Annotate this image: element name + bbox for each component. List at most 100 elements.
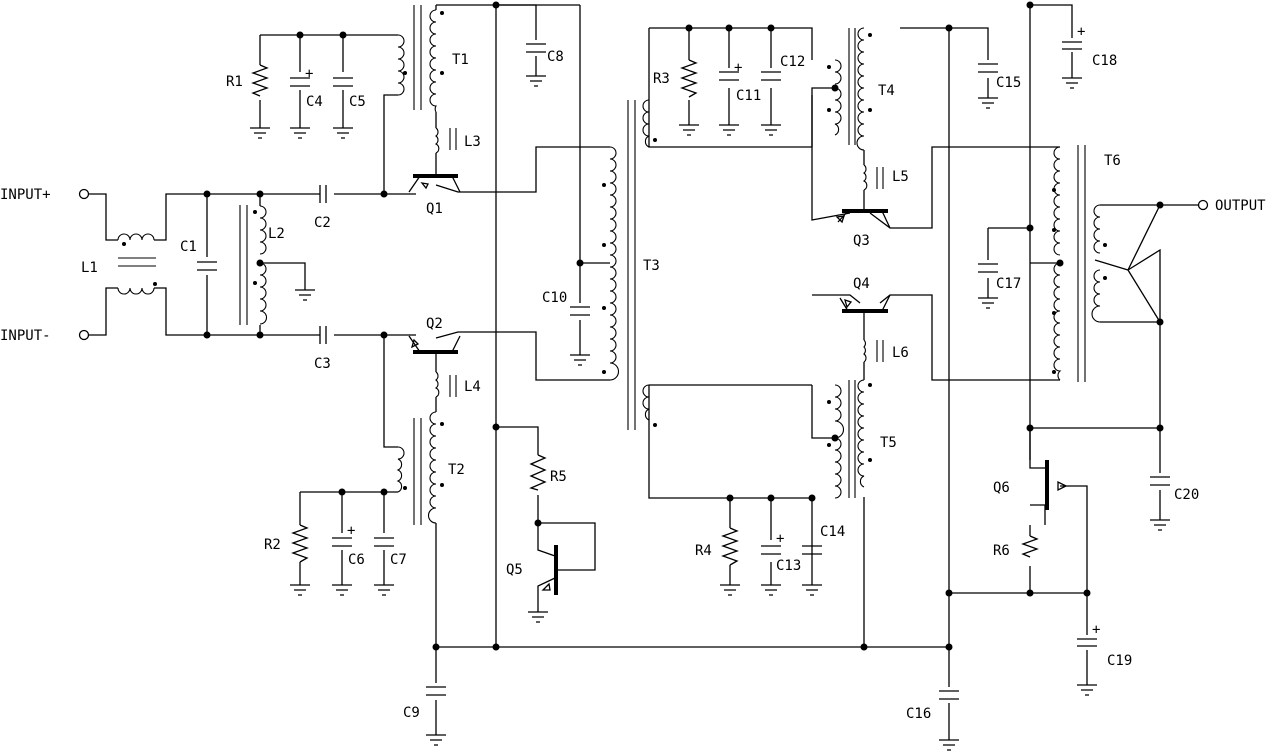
inductor-l4-core xyxy=(449,375,457,397)
svg-text:+: + xyxy=(734,60,742,76)
resistor-r3 xyxy=(680,59,698,98)
label-c15: C15 xyxy=(996,75,1021,91)
capacitor-c20 xyxy=(1150,476,1170,486)
transformer-t5-secondary xyxy=(857,379,865,488)
label-c6: C6 xyxy=(348,552,365,568)
inductor-l5-core xyxy=(876,167,884,189)
svg-text:+: + xyxy=(1092,622,1100,638)
label-input-minus: INPUT- xyxy=(0,328,51,344)
transformer-t3-secondary-top xyxy=(642,99,650,148)
ground-symbols xyxy=(250,75,1170,751)
resistor-r5 xyxy=(529,454,547,491)
transformer-t4-core xyxy=(848,28,856,145)
transformer-t3-primary xyxy=(609,146,619,381)
label-l2: L2 xyxy=(268,226,285,242)
transformer-t3-secondary-bottom xyxy=(642,384,650,421)
label-q3: Q3 xyxy=(853,233,870,249)
inductor-l1-top xyxy=(117,233,155,241)
label-r3: R3 xyxy=(653,71,670,87)
label-r5: R5 xyxy=(550,469,567,485)
label-c17: C17 xyxy=(996,276,1021,292)
label-t1: T1 xyxy=(452,52,469,68)
transformer-t5-primary xyxy=(834,384,844,499)
transformer-t4-primary xyxy=(834,59,842,136)
resistor-r1 xyxy=(251,64,269,97)
label-r2: R2 xyxy=(264,537,281,553)
inductor-l1-core xyxy=(118,257,156,267)
label-q1: Q1 xyxy=(426,201,443,217)
capacitor-c10 xyxy=(570,306,590,316)
inductor-l2-core xyxy=(239,205,248,325)
capacitor-c19 xyxy=(1077,638,1097,647)
label-r6: R6 xyxy=(993,543,1010,559)
capacitors xyxy=(197,41,1170,700)
label-t6: T6 xyxy=(1104,153,1121,169)
inductor-l1-bottom xyxy=(117,287,155,295)
label-c11: C11 xyxy=(736,88,761,104)
label-l3: L3 xyxy=(464,134,481,150)
capacitor-c4 xyxy=(290,77,310,87)
svg-text:+: + xyxy=(305,66,313,82)
svg-text:+: + xyxy=(776,531,784,547)
label-c9: C9 xyxy=(403,705,420,721)
transformer-t3-core xyxy=(627,100,636,430)
label-c8: C8 xyxy=(547,49,564,65)
capacitor-c1 xyxy=(197,261,217,271)
capacitor-c12 xyxy=(761,71,781,81)
label-t2: T2 xyxy=(448,462,465,478)
transformer-t4-secondary xyxy=(856,27,865,151)
label-c5: C5 xyxy=(349,94,366,110)
label-c2: C2 xyxy=(314,215,331,231)
polarity-marks: + + + + + + xyxy=(305,24,1100,638)
label-c18: C18 xyxy=(1092,53,1117,69)
svg-text:+: + xyxy=(1077,24,1085,40)
wires xyxy=(89,4,1198,740)
label-t3: T3 xyxy=(643,258,660,274)
inductor-l5-winding xyxy=(862,164,868,191)
inductor-l6-winding xyxy=(863,339,867,363)
label-c19: C19 xyxy=(1107,653,1132,669)
resistor-r2 xyxy=(291,524,309,563)
input-minus-terminal xyxy=(78,329,90,341)
labels: INPUT+ INPUT- OUTPUT L1 L2 L3 L4 L5 L6 T… xyxy=(0,49,1266,722)
capacitor-c13 xyxy=(761,545,781,555)
inductor-l3-core xyxy=(449,128,457,150)
resistor-r4 xyxy=(721,527,739,566)
label-l6: L6 xyxy=(892,345,909,361)
capacitor-c15 xyxy=(978,63,998,73)
capacitor-c11 xyxy=(719,71,739,81)
label-t4: T4 xyxy=(878,83,895,99)
transformer-t2-core xyxy=(413,418,422,525)
label-c7: C7 xyxy=(390,552,407,568)
label-c20: C20 xyxy=(1174,487,1199,503)
input-plus-terminal xyxy=(78,188,90,200)
label-c12: C12 xyxy=(780,54,805,70)
transformer-t1-secondary xyxy=(429,9,437,113)
transformer-t6-primary xyxy=(1053,146,1062,381)
label-q5: Q5 xyxy=(506,562,523,578)
inductor-l4-winding xyxy=(434,371,440,398)
label-r4: R4 xyxy=(695,543,712,559)
capacitor-c7 xyxy=(374,537,394,547)
label-c4: C4 xyxy=(306,94,323,110)
capacitor-c16 xyxy=(939,690,959,700)
inductor-l3-winding xyxy=(434,127,440,154)
resistors xyxy=(251,59,1039,566)
capacitor-c9 xyxy=(426,686,446,696)
label-c14: C14 xyxy=(820,524,845,540)
terminals xyxy=(78,188,1209,341)
capacitor-c17 xyxy=(978,263,998,273)
transformer-t5-core xyxy=(848,380,856,498)
label-t5: T5 xyxy=(880,435,897,451)
label-q6: Q6 xyxy=(993,480,1010,496)
capacitor-c2 xyxy=(319,185,327,203)
label-input-plus: INPUT+ xyxy=(0,187,51,203)
label-c13: C13 xyxy=(776,558,801,574)
label-l1: L1 xyxy=(81,260,98,276)
label-r1: R1 xyxy=(226,74,243,90)
junctions xyxy=(203,1,1164,651)
capacitor-c6 xyxy=(332,537,352,547)
windings xyxy=(117,5,1101,525)
capacitor-c8 xyxy=(526,43,546,53)
